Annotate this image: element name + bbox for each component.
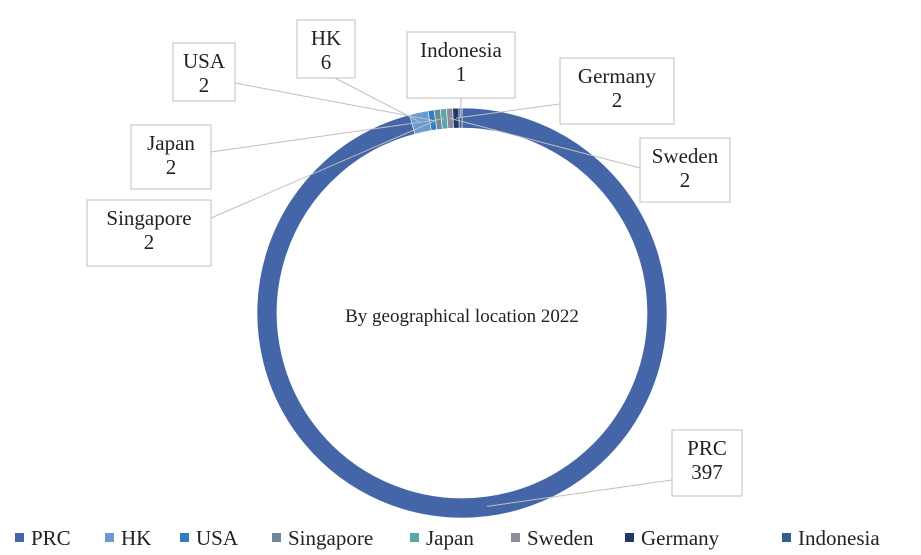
- data-label-value: 2: [199, 73, 210, 97]
- legend-swatch: [15, 533, 24, 542]
- data-label-value: 2: [612, 88, 623, 112]
- legend-item-indonesia: Indonesia: [782, 526, 880, 550]
- legend-label: PRC: [31, 526, 71, 550]
- data-label-category: Singapore: [106, 206, 191, 230]
- data-label-category: Germany: [578, 64, 657, 88]
- data-label-category: HK: [311, 26, 341, 50]
- leader-line-japan: [210, 118, 445, 153]
- legend-item-prc: PRC: [15, 526, 71, 550]
- legend-label: Germany: [641, 526, 720, 550]
- callout-box: [86, 199, 212, 267]
- legend-swatch: [180, 533, 189, 542]
- callout-box: [671, 429, 743, 497]
- legend-swatch: [511, 533, 520, 542]
- data-label-category: PRC: [687, 436, 727, 460]
- callout-box: [639, 137, 731, 203]
- data-label-value: 2: [166, 155, 177, 179]
- legend-swatch: [410, 533, 419, 542]
- callout-box: [406, 31, 516, 99]
- legend-label: Singapore: [288, 526, 373, 550]
- legend-label: USA: [196, 526, 239, 550]
- legend-swatch: [625, 533, 634, 542]
- data-label-value: 397: [691, 460, 723, 484]
- leader-lines: [210, 77, 743, 507]
- callout-hk: HK6: [296, 19, 356, 79]
- legend-item-germany: Germany: [625, 526, 720, 550]
- data-label-value: 1: [456, 62, 467, 86]
- legend-item-hk: HK: [105, 526, 151, 550]
- data-label-value: 6: [321, 50, 332, 74]
- legend-item-sweden: Sweden: [511, 526, 594, 550]
- legend-label: Sweden: [527, 526, 594, 550]
- legend-label: Japan: [426, 526, 474, 550]
- leader-line-germany: [456, 103, 561, 119]
- data-label-category: Japan: [147, 131, 195, 155]
- legend-swatch: [105, 533, 114, 542]
- legend-label: Indonesia: [798, 526, 880, 550]
- data-label-category: Indonesia: [420, 38, 502, 62]
- data-label-category: Sweden: [652, 144, 719, 168]
- legend-item-singapore: Singapore: [272, 526, 373, 550]
- leader-line-sweden: [450, 117, 641, 169]
- legend-item-japan: Japan: [410, 526, 474, 550]
- legend-swatch: [272, 533, 281, 542]
- data-label-value: 2: [680, 168, 691, 192]
- center-label: By geographical location 2022: [345, 306, 579, 327]
- data-label-value: 2: [144, 230, 155, 254]
- legend-swatch: [782, 533, 791, 542]
- callout-box: [559, 57, 675, 125]
- legend-item-usa: USA: [180, 526, 239, 550]
- callout-box: [130, 124, 212, 190]
- data-label-category: USA: [183, 49, 226, 73]
- leader-line-singapore: [210, 118, 439, 219]
- slice-prc: [256, 107, 668, 519]
- legend-label: HK: [121, 526, 151, 550]
- leader-line-usa: [234, 82, 433, 121]
- callout-box: [172, 42, 236, 102]
- slice-indonesia: [458, 107, 463, 129]
- legend: PRC HK USA Singapore Japan Sweden Germany Indon…: [15, 526, 880, 550]
- callout-box: [296, 19, 356, 79]
